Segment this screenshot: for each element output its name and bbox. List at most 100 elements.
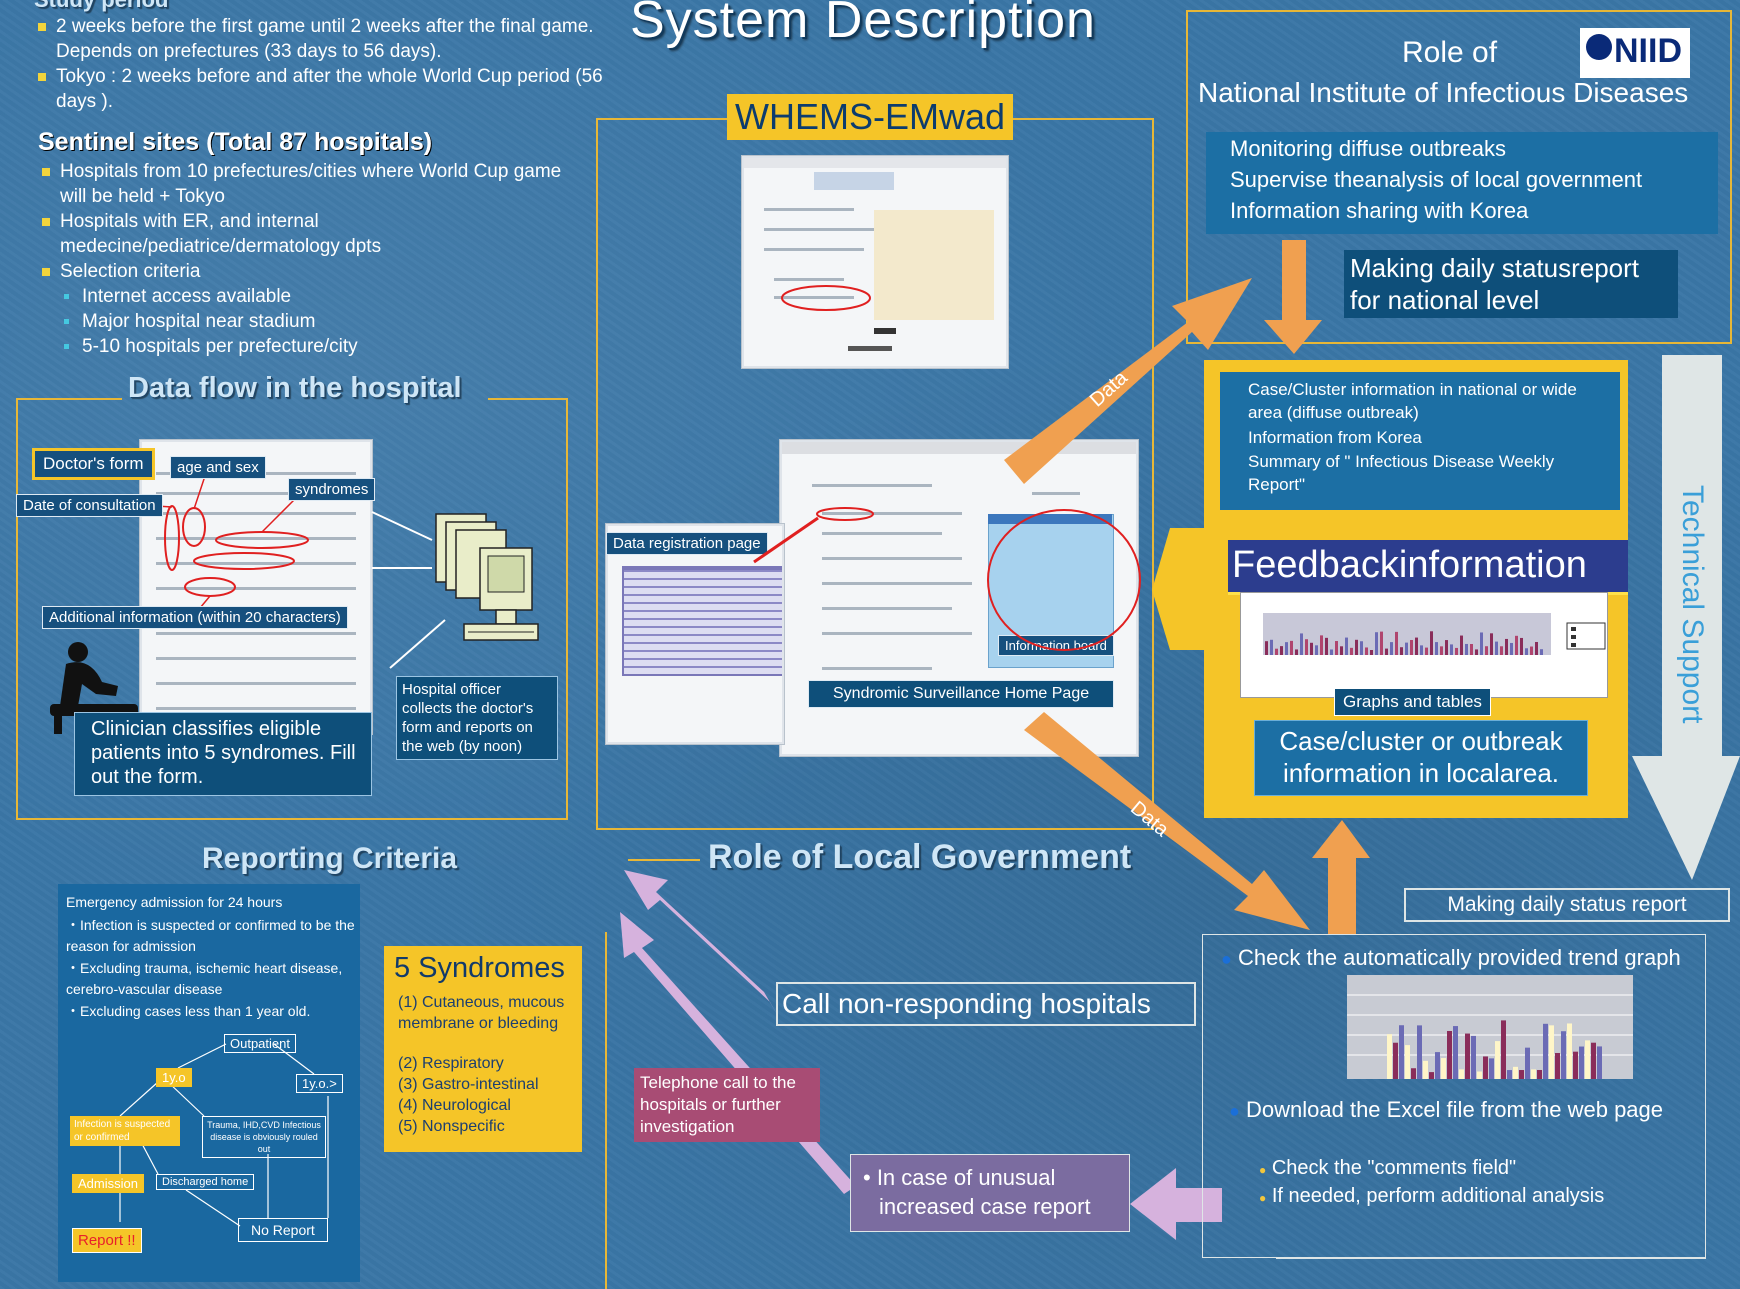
thumbnail-bar <box>1525 648 1528 655</box>
flow-1yo: 1y.o <box>156 1068 192 1087</box>
thumbnail-bar <box>1495 1041 1500 1079</box>
sentinel-section: Sentinel sites (Total 87 hospitals) Hosp… <box>38 128 598 359</box>
thumbnail-bar <box>1501 1020 1506 1079</box>
thumbnail-bar <box>1561 1031 1566 1079</box>
thumbnail-bar <box>1265 641 1268 655</box>
hospital-officer-text: Hospital officer collects the doctor's f… <box>402 681 534 755</box>
computer-icon <box>435 513 539 641</box>
thumbnail-bar <box>1537 1069 1542 1079</box>
thumbnail-bar <box>1567 1023 1572 1079</box>
thumbnail-bar <box>1485 646 1488 655</box>
thumbnail-bar <box>1489 1058 1494 1079</box>
feedback-up-arrow <box>1312 820 1370 934</box>
niid-role-line2: National Institute of Infectious Disease… <box>1198 77 1689 108</box>
page-title: System Description <box>630 0 1096 49</box>
thumbnail-bar <box>1591 1042 1596 1079</box>
thumbnail-bar <box>1500 646 1503 655</box>
thumbnail-bar <box>1453 1026 1458 1079</box>
technical-support-arrow <box>1632 355 1740 880</box>
feedback-graph <box>1240 592 1608 698</box>
thumbnail-bar <box>1429 1072 1434 1079</box>
clinician-text: Clinician classifies eligible patients i… <box>91 718 356 788</box>
date-consultation-label: Date of consultation <box>16 494 163 517</box>
reporting-line-4: ・Excluding cases less than 1 year old. <box>66 1003 311 1019</box>
study-item-2: Tokyo : 2 weeks before and after the who… <box>34 64 614 114</box>
niid-duty-2: Supervise theanalysis of local governmen… <box>1230 167 1643 192</box>
download-label: Download the Excel file from the web pag… <box>1246 1097 1664 1122</box>
thumbnail-bar <box>1305 639 1308 655</box>
thumbnail-bar <box>1375 632 1378 655</box>
thumbnail-bar <box>1330 649 1333 655</box>
making-report-box: Making daily status report <box>1404 888 1730 922</box>
sentinel-heading: Sentinel sites (Total 87 hospitals) <box>38 128 433 156</box>
thumbnail-bar <box>1505 638 1508 655</box>
thumbnail-bar <box>1471 1035 1476 1079</box>
thumbnail-bar <box>1399 1025 1404 1079</box>
thumbnail-bar <box>1285 642 1288 655</box>
thumbnail-bar <box>1455 647 1458 655</box>
reporting-heading: Reporting Criteria <box>202 842 458 875</box>
reporting-line-3: ・Excluding trauma, ischemic heart diseas… <box>66 960 343 997</box>
thumbnail-bar <box>1441 1058 1446 1079</box>
niid-logo-text: NIID <box>1614 32 1682 70</box>
call-hospitals-box: Call non-responding hospitals <box>776 982 1196 1026</box>
thumbnail-bar <box>1480 632 1483 655</box>
whems-title: WHEMS-EMwad <box>727 94 1014 140</box>
home-page-label: Syndromic Surveillance Home Page <box>808 680 1115 708</box>
thumbnail-bar <box>1400 647 1403 655</box>
thumbnail-bar <box>1405 642 1408 655</box>
thumbnail-bar <box>1459 1069 1464 1079</box>
thumbnail-bar <box>1475 649 1478 655</box>
criteria-item-1: Internet access available <box>38 284 598 309</box>
thumbnail-bar <box>1540 649 1543 655</box>
reporting-line-2: ・Infection is suspected or confirmed to … <box>66 917 355 954</box>
data-registration-label: Data registration page <box>606 532 768 555</box>
thumbnail-bar <box>1360 641 1363 655</box>
flow-1yo-more: 1y.o.> <box>296 1074 343 1093</box>
thumbnail-bar <box>1335 641 1338 655</box>
thumbnail-bar <box>1531 1069 1536 1079</box>
thumbnail-bar <box>1465 643 1468 655</box>
thumbnail-bar <box>1340 646 1343 655</box>
thumbnail-bar <box>1380 631 1383 655</box>
niid-duty-1: Monitoring diffuse outbreaks <box>1230 136 1506 161</box>
niid-logo-mark <box>1586 34 1612 60</box>
telephone-arrow <box>620 912 856 1194</box>
niid-frame <box>1186 10 1732 344</box>
thumbnail-bar <box>1470 643 1473 655</box>
niid-role-line1: Role of <box>1402 36 1498 69</box>
feedback-info-1: Case/Cluster information in national or … <box>1248 380 1577 422</box>
thumbnail-bar <box>1555 1052 1560 1079</box>
whems-login-screenshot <box>742 156 1008 368</box>
thumbnail-bar <box>1435 1052 1440 1079</box>
thumbnail-bar <box>1460 635 1463 655</box>
sentinel-item-3: Selection criteria <box>38 259 598 284</box>
national-report-text: Making daily statusreport for national l… <box>1350 253 1640 315</box>
check-trend-label: Check the automatically provided trend g… <box>1238 945 1681 970</box>
flow-infection: Infection is suspected or confirmed <box>70 1116 180 1146</box>
thumbnail-bar <box>1585 1040 1590 1079</box>
flow-admission: Admission <box>72 1174 144 1193</box>
thumbnail-bar <box>1280 646 1283 655</box>
thumbnail-bar <box>1495 641 1498 655</box>
thumbnail-bar <box>1420 645 1423 655</box>
thumbnail-bar <box>1325 637 1328 655</box>
study-period-heading: Study period <box>34 0 614 12</box>
thumbnail-bar <box>1410 639 1413 655</box>
thumbnail-bar <box>1390 642 1393 655</box>
syndrome-3: (3) Gastro-intestinal <box>398 1076 539 1093</box>
thumbnail-bar <box>1519 1070 1524 1079</box>
doctors-form-label: Doctor's form <box>32 448 155 480</box>
unusual-line2: increased case report <box>879 1194 1091 1219</box>
thumbnail-bar <box>1549 1025 1554 1079</box>
thumbnail-bar <box>1435 642 1438 655</box>
study-period-section: Study period 2 weeks before the first ga… <box>34 0 614 114</box>
making-report-text: Making daily status report <box>1447 893 1687 916</box>
thumbnail-bar <box>1525 1047 1530 1079</box>
unusual-box: • In case of unusual increased case repo… <box>850 1154 1130 1232</box>
feedback-info-box: Case/Cluster information in national or … <box>1220 372 1620 510</box>
sub1-label: Check the "comments field" <box>1271 1157 1517 1179</box>
thumbnail-bar <box>1510 642 1513 655</box>
